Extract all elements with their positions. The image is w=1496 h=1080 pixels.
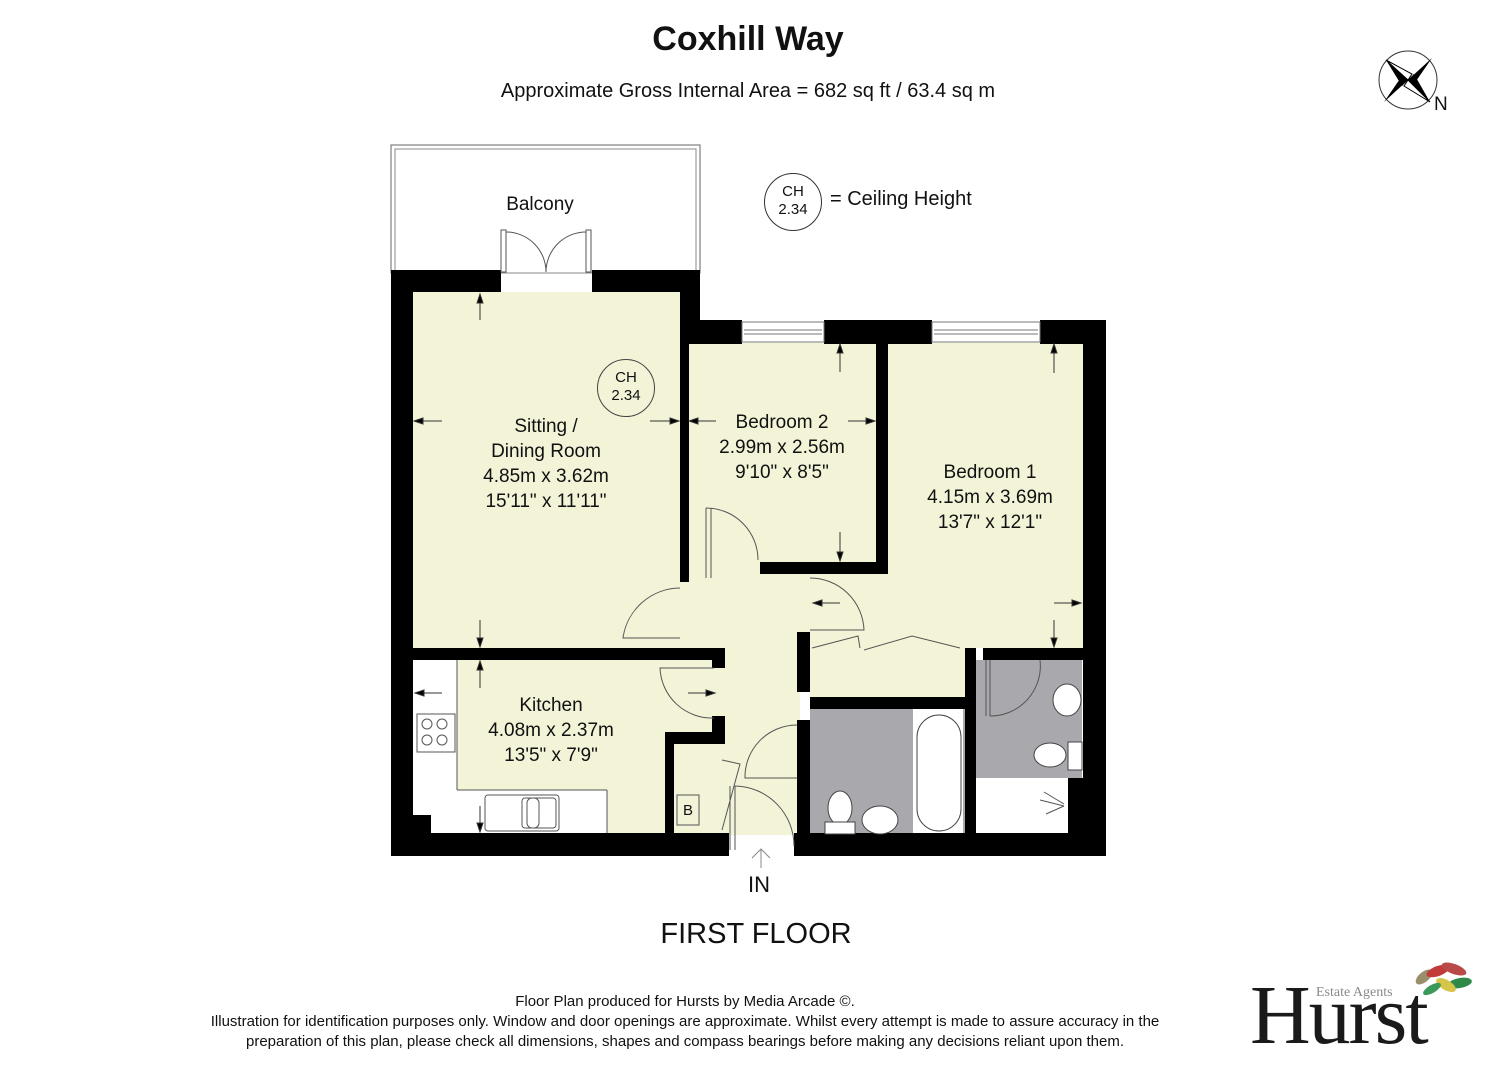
room-imperial: 9'10" x 8'5" [735,462,829,483]
room-name: Kitchen [519,695,583,716]
room-name-line2: Dining Room [491,441,601,462]
logo-tagline: Estate Agents [1316,985,1393,1000]
room-imperial: 13'7" x 12'1" [937,512,1043,533]
room-metric: 4.08m x 2.37m [488,720,614,741]
compass-rose-icon: N [1376,50,1448,120]
disclaimer-line-3: preparation of this plan, please check a… [245,1033,1124,1050]
room-imperial: 15'11" x 11'11" [485,491,607,512]
bathroom-fixtures [824,683,1083,835]
entrance-label: IN [748,872,770,897]
ceiling-height-marker: CH 2.34 [597,359,655,417]
disclaimer-line-1: Floor Plan produced for Hursts by Media … [515,993,855,1010]
room-imperial: 13'5" x 7'9" [504,745,598,766]
entrance-arrow-icon [751,848,771,868]
hurst-logo: Hurst Estate Agents [1248,955,1478,1062]
ch-value: 2.34 [611,387,641,404]
walls [391,270,1106,856]
kitchen-fixtures [416,660,700,833]
internal-doors [622,507,1041,850]
ceiling-height-legend-symbol: CH 2.34 [764,173,822,231]
leaves-icon [1415,962,1472,996]
balcony-double-door [500,229,592,273]
disclaimer: Floor Plan produced for Hursts by Media … [140,992,1230,1052]
room-metric: 4.15m x 3.69m [927,487,1053,508]
ch-label: CH [615,369,637,386]
boiler-label: B [683,802,694,819]
balcony-outline [390,144,701,274]
windows [741,321,1041,343]
logo-wordmark: Hurst [1250,969,1429,1062]
legend-ch-value: 2.34 [778,201,808,218]
dimension-arrows [412,292,1083,834]
floor-fill [412,292,1090,855]
room-metric: 2.99m x 2.56m [719,437,845,458]
gross-area: Approximate Gross Internal Area = 682 sq… [500,80,996,102]
ceiling-height-legend-text: = Ceiling Height [830,188,972,210]
room-name: Bedroom 2 [735,412,829,433]
room-name-line1: Sitting / [514,416,578,437]
plan-title: Coxhill Way [652,20,844,58]
legend-ch-label: CH [782,183,804,200]
disclaimer-line-2: Illustration for identification purposes… [210,1013,1160,1030]
floor-label: FIRST FLOOR [660,918,852,950]
room-name: Bedroom 1 [943,462,1037,483]
room-name: Balcony [506,194,574,215]
room-metric: 4.85m x 3.62m [483,466,609,487]
compass-north-label: N [1434,94,1448,115]
